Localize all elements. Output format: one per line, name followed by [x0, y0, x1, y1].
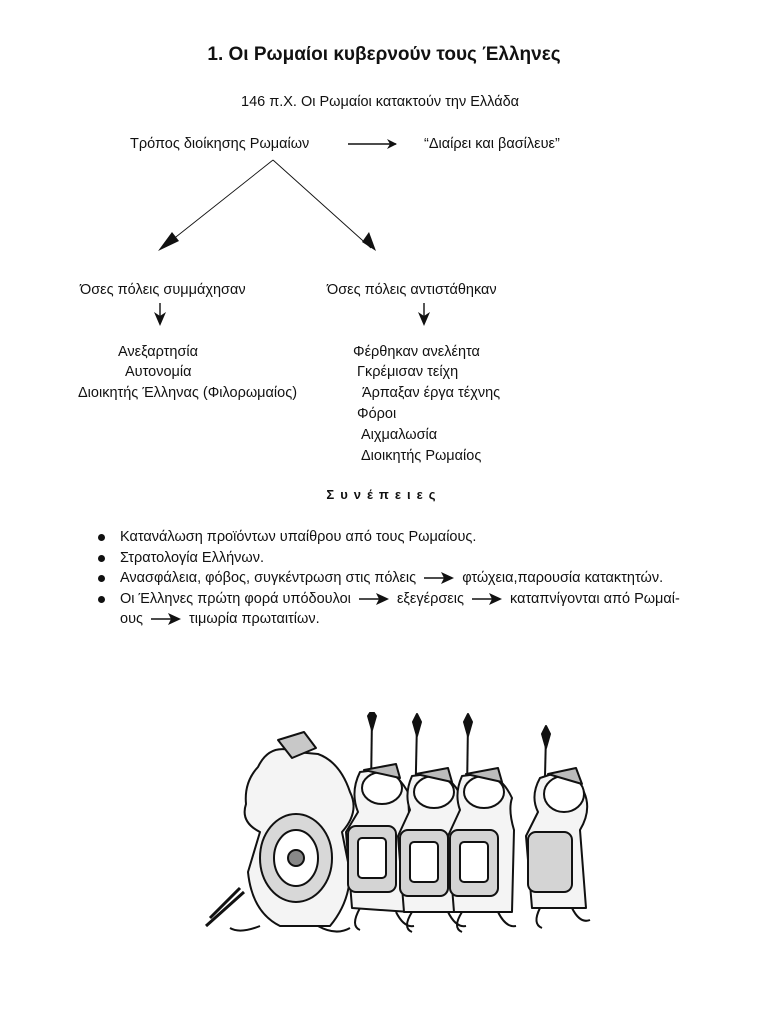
governance-label: Τρόπος διοίκησης Ρωμαίων	[130, 134, 309, 154]
resisted-item: Άρπαξαν έργα τέχνης	[362, 383, 500, 403]
list-item: Οι Έλληνες πρώτη φορά υπόδουλοι εξεγέρσε…	[96, 589, 696, 630]
bullet-icon	[98, 555, 105, 562]
allied-item: Ανεξαρτησία	[118, 342, 198, 362]
list-item-text: Οι Έλληνες πρώτη φορά υπόδουλοι	[120, 591, 351, 607]
arrow-to-resisted	[273, 160, 371, 248]
bullet-icon	[98, 575, 105, 582]
list-item: Κατανάλωση προϊόντων υπαίθρου από τους Ρ…	[96, 527, 696, 548]
list-item: Στρατολογία Ελλήνων.	[96, 548, 696, 569]
subtitle: 146 π.Χ. Οι Ρωμαίοι κατακτούν την Ελλάδα	[241, 92, 519, 112]
roman-soldiers-illustration	[200, 712, 592, 942]
allied-item: Διοικητής Έλληνας (Φιλορωμαίος)	[78, 383, 297, 403]
list-item: Ανασφάλεια, φόβος, συγκέντρωση στις πόλε…	[96, 568, 696, 589]
arrow-to-allied	[162, 160, 273, 248]
resisted-heading: Όσες πόλεις αντιστάθηκαν	[327, 280, 497, 300]
page-title: 1. Οι Ρωμαίοι κυβερνούν τους Έλληνες	[0, 44, 768, 66]
list-item-text: Στρατολογία Ελλήνων.	[120, 550, 264, 566]
motto-label: “Διαίρει και βασίλευε”	[424, 134, 560, 154]
bullet-icon	[98, 596, 105, 603]
right-arrow-icon	[150, 613, 182, 625]
right-arrow-icon	[471, 593, 503, 605]
right-arrow-icon	[358, 593, 390, 605]
resisted-item: Φέρθηκαν ανελέητα	[353, 342, 480, 362]
list-item-text: φτώχεια,παρουσία κατακτητών.	[462, 570, 663, 586]
bullet-icon	[98, 534, 105, 541]
allied-heading: Όσες πόλεις συμμάχησαν	[80, 280, 246, 300]
list-item-text: καταπνίγονται από Ρωμαί-	[510, 591, 680, 607]
right-arrow-icon	[423, 572, 455, 584]
list-item-text: Ανασφάλεια, φόβος, συγκέντρωση στις πόλε…	[120, 570, 416, 586]
list-item-text: τιμωρία πρωταιτίων.	[189, 611, 320, 627]
consequences-heading: Συνέπειες	[0, 487, 768, 502]
list-item-text: Κατανάλωση προϊόντων υπαίθρου από τους Ρ…	[120, 529, 476, 545]
list-item-text: εξεγέρσεις	[397, 591, 464, 607]
resisted-item: Γκρέμισαν τείχη	[357, 362, 458, 382]
resisted-item: Αιχμαλωσία	[361, 425, 437, 445]
allied-item: Αυτονομία	[125, 362, 191, 382]
list-item-text: ους	[120, 611, 143, 627]
resisted-item: Διοικητής Ρωμαίος	[361, 446, 481, 466]
consequences-list: Κατανάλωση προϊόντων υπαίθρου από τους Ρ…	[96, 527, 696, 630]
resisted-item: Φόροι	[357, 404, 396, 424]
